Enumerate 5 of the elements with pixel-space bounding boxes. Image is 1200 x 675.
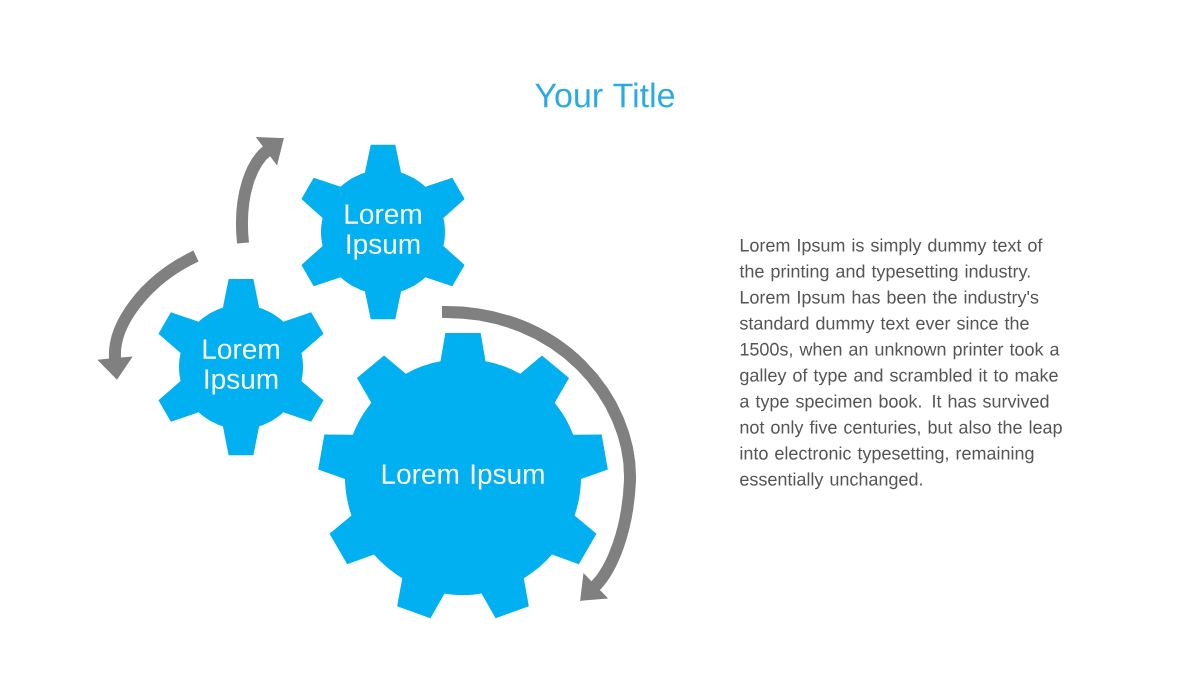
gear: Lorem Ipsum [318,333,608,619]
title: Your Title [535,82,675,108]
body-text: Lorem Ipsum is simply dummy text of the printing and typesetting industry. Lorem Ipsum has been the industry's standard dummy text ever since the 1500s, when an unknown printer took a galley of type and scrambled it to make a type specimen book. It has survived not only five centuries, but also the leap into electronic typesetting, remaining essentially unchanged. [739,238,1062,490]
gear: Lorem Ipsum [158,278,324,456]
gear: Lorem Ipsum [301,144,465,320]
